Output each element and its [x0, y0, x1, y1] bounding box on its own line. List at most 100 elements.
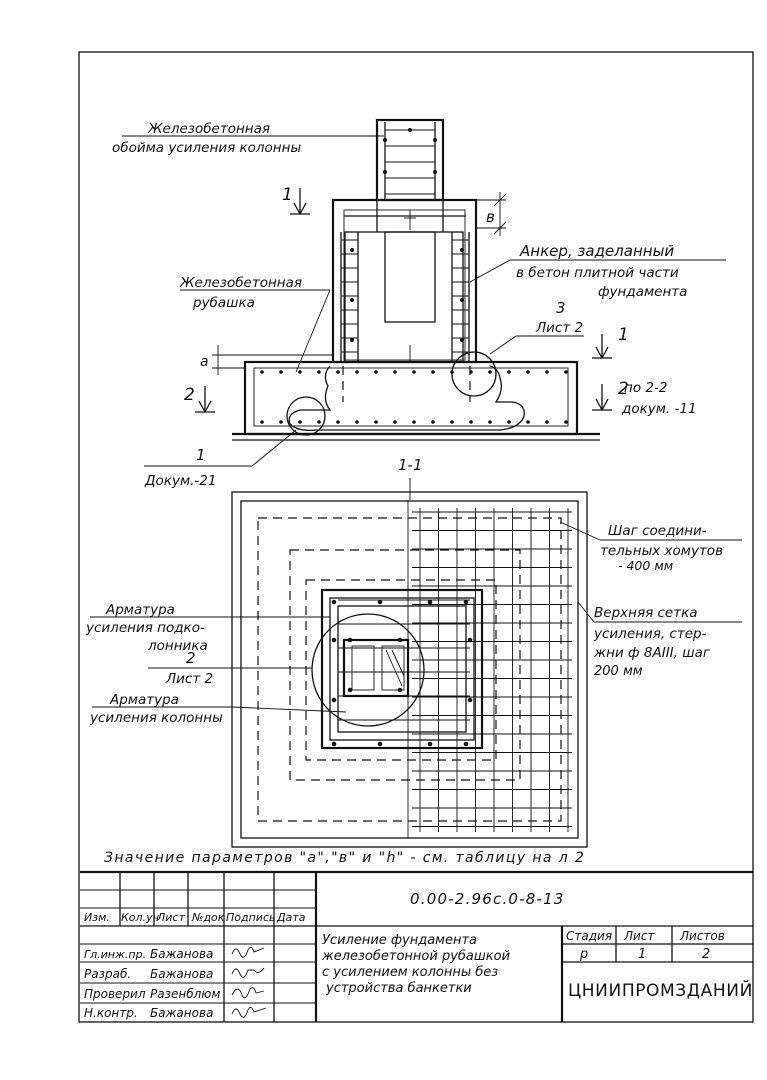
- rebar-dot: [427, 599, 433, 605]
- detail-3-sheet: Лист 2: [535, 320, 583, 336]
- header-list: Лист: [156, 911, 185, 924]
- rebar-dot: [374, 420, 378, 424]
- rebar-dot: [298, 420, 302, 424]
- rebar-dot: [374, 370, 378, 374]
- label-top-mesh-4: 200 мм: [594, 664, 643, 679]
- label-base-jacket-2: рубашка: [192, 295, 255, 311]
- rebar-dot: [331, 637, 337, 643]
- rebar-dot: [463, 741, 469, 747]
- description-3: с усилением колонны без: [322, 965, 498, 980]
- organization-name: ЦНИИПРОМЗДАНИЙ: [568, 979, 753, 1001]
- sheet-label: Лист: [623, 929, 655, 943]
- rebar-dot: [507, 370, 511, 374]
- rebar-dot: [431, 420, 435, 424]
- rebar-dot: [279, 370, 283, 374]
- rebar-dot: [564, 420, 568, 424]
- label-anchor-2: в бетон плитной части: [516, 265, 679, 281]
- rebar-dot: [545, 370, 549, 374]
- plan-title: 1-1: [398, 456, 423, 474]
- rebar-dot: [317, 420, 321, 424]
- rebar-dot: [397, 687, 403, 693]
- role-4: Н.контр.: [84, 1006, 138, 1020]
- rebar-dot: [331, 741, 337, 747]
- rebar-dot: [347, 687, 353, 693]
- rebar-dot: [279, 420, 283, 424]
- rebar-dot: [298, 370, 302, 374]
- rebar-dot: [488, 420, 492, 424]
- sheet-value: 1: [638, 947, 646, 962]
- parameters-note: Значение параметров "а","в" и "h" - см. …: [104, 850, 585, 866]
- description-2: железобетонной рубашкой: [321, 949, 510, 964]
- section-2-note-1: по 2-2: [624, 380, 667, 396]
- signature-2: [231, 967, 265, 978]
- rebar-dot: [383, 170, 387, 174]
- header-data: Дата: [276, 911, 306, 924]
- stage-label: Стадия: [566, 929, 612, 943]
- rebar-dot: [545, 420, 549, 424]
- rebar-dot: [463, 599, 469, 605]
- rebar-dot: [393, 370, 397, 374]
- rebar-dot: [331, 599, 337, 605]
- rebar-dot: [460, 298, 464, 302]
- rebar-dot: [355, 370, 359, 374]
- rebar-dot: [469, 420, 473, 424]
- rebar-dot: [317, 370, 321, 374]
- rebar-dot: [350, 338, 354, 342]
- section-mark-2-right: 2: [618, 379, 629, 399]
- detail-1-doc: Докум.-21: [144, 473, 216, 489]
- description-1: Усиление фундамента: [322, 933, 477, 948]
- rebar-dot: [526, 420, 530, 424]
- rebar-dot: [488, 370, 492, 374]
- rebar-dot: [260, 370, 264, 374]
- title-block: Изм. Кол.уч Лист №док Подпись Дата Гл.ин…: [80, 870, 753, 1022]
- label-column-jacket-2: обойма усиления колонны: [112, 140, 301, 156]
- role-3: Проверил: [84, 987, 146, 1001]
- stage-value: р: [579, 947, 588, 962]
- rebar-dot: [336, 420, 340, 424]
- role-2-name: Бажанова: [150, 967, 213, 981]
- label-rebar-podkolonnik-1: Арматура: [105, 602, 175, 618]
- detail-2-sheet: Лист 2: [165, 671, 213, 687]
- rebar-dot: [350, 298, 354, 302]
- rebar-dot: [377, 741, 383, 747]
- rebar-dot: [460, 248, 464, 252]
- label-column-jacket-1: Железобетонная: [147, 121, 270, 137]
- detail-3-number: 3: [556, 299, 566, 317]
- label-base-jacket-1: Железобетонная: [179, 275, 302, 291]
- rebar-dot: [412, 420, 416, 424]
- signature-1: [231, 947, 265, 958]
- rebar-dot: [383, 138, 387, 142]
- plan-view: 1-1 Арматура усиления подко- лонника 2: [85, 456, 742, 848]
- label-rebar-podkolonnik-3: лонника: [147, 638, 208, 654]
- signature-3: [231, 987, 265, 999]
- rebar-dot: [431, 370, 435, 374]
- header-izm: Изм.: [84, 911, 110, 924]
- description-4: устройства банкетки: [325, 981, 472, 996]
- rebar-dot: [467, 697, 473, 703]
- rebar-dot: [377, 599, 383, 605]
- label-anchor-1: Анкер, заделанный: [519, 242, 674, 260]
- label-rebar-podkolonnik-2: усиления подко-: [85, 620, 205, 636]
- role-1: Гл.инж.пр.: [84, 948, 146, 961]
- role-3-name: Разенблюм: [150, 987, 220, 1001]
- rebar-dot: [260, 420, 264, 424]
- rebar-dot: [427, 741, 433, 747]
- label-top-mesh-2: усиления, стер-: [593, 626, 707, 642]
- section-mark-1-right: 1: [618, 325, 629, 345]
- document-code: 0.00-2.96с.0-8-13: [410, 890, 565, 908]
- dim-a-label: а: [200, 354, 209, 370]
- detail-1-number: 1: [196, 446, 206, 464]
- sheets-label: Листов: [679, 929, 725, 943]
- label-anchor-3: фундамента: [598, 284, 687, 300]
- label-top-mesh-3: жни ф 8АIII, шаг: [593, 645, 711, 661]
- rebar-dot: [350, 248, 354, 252]
- rebar-dot: [355, 420, 359, 424]
- sheets-value: 2: [702, 947, 710, 962]
- label-rebar-column-2: усиления колонны: [89, 710, 223, 726]
- signature-4: [231, 1007, 267, 1018]
- rebar-dot: [347, 637, 353, 643]
- rebar-dot: [460, 338, 464, 342]
- rebar-dot: [433, 138, 437, 142]
